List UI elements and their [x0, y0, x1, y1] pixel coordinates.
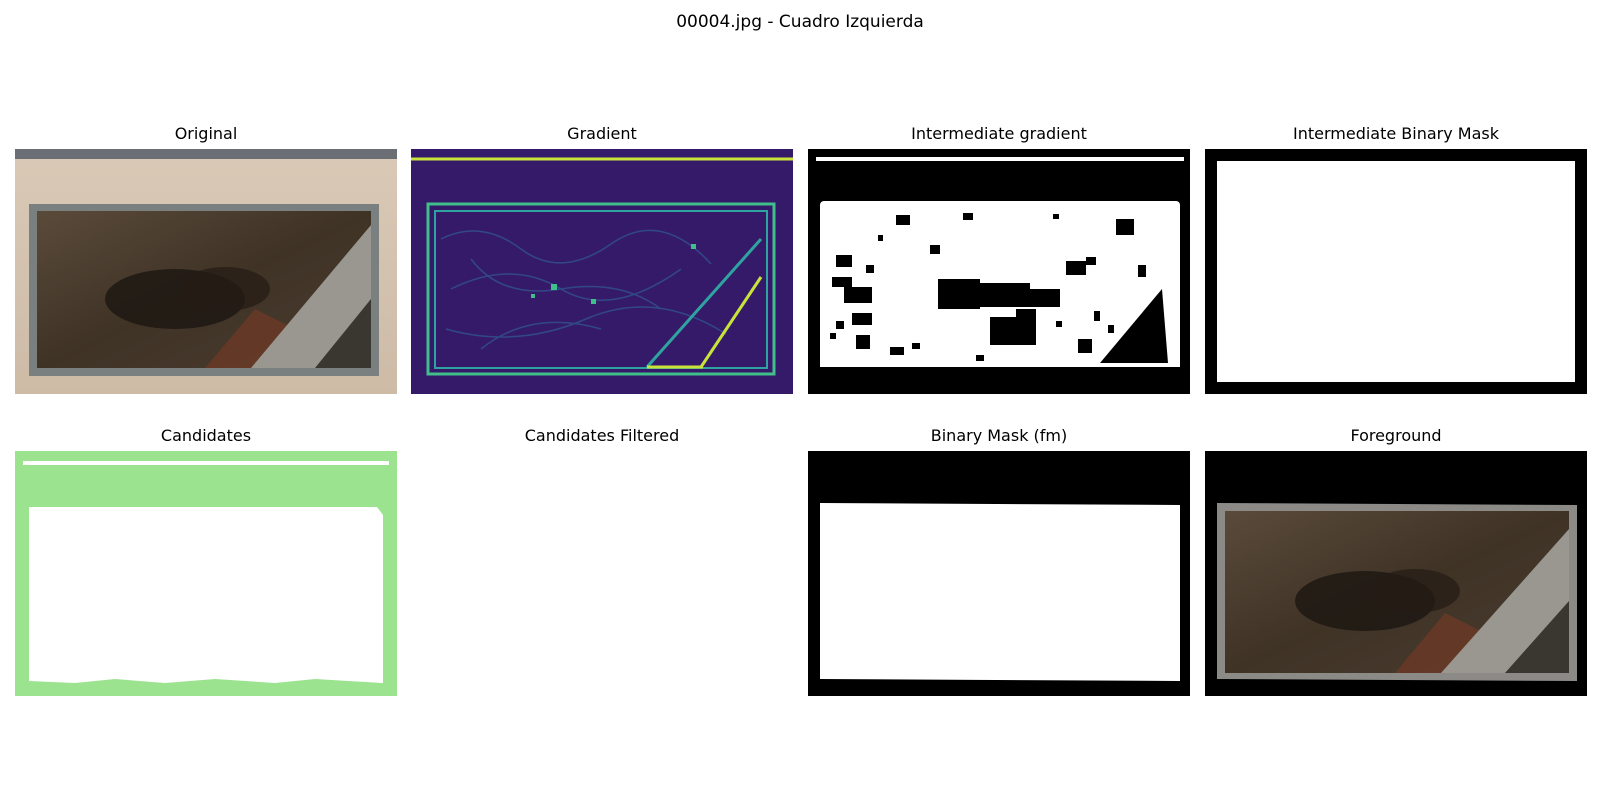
- panel-title: Gradient: [567, 124, 637, 143]
- panel-title: Intermediate gradient: [911, 124, 1087, 143]
- panel-gradient: Gradient: [411, 124, 793, 394]
- panel-intermediate-gradient: Intermediate gradient: [808, 124, 1190, 394]
- panel-title: Candidates Filtered: [524, 426, 680, 445]
- intermediate-gradient-image: [808, 149, 1190, 394]
- candidates-filtered-image: [411, 451, 793, 696]
- gradient-image: [411, 149, 793, 394]
- panel-title: Foreground: [1350, 426, 1442, 445]
- panel-intermediate-binary-mask: Intermediate Binary Mask: [1205, 124, 1587, 394]
- figure-title: 00004.jpg - Cuadro Izquierda: [676, 12, 924, 32]
- panel-foreground: Foreground: [1205, 426, 1587, 696]
- panel-original: Original: [15, 124, 397, 394]
- foreground-image: [1205, 451, 1587, 696]
- panel-binary-mask-fm: Binary Mask (fm): [808, 426, 1190, 696]
- panel-candidates: Candidates: [15, 426, 397, 696]
- panel-candidates-filtered: Candidates Filtered: [411, 426, 793, 446]
- original-image: [15, 149, 397, 394]
- panel-title: Candidates: [160, 426, 252, 445]
- candidates-image: [15, 451, 397, 696]
- binary-mask-fm-image: [808, 451, 1190, 696]
- panel-title: Original: [174, 124, 238, 143]
- panel-title: Intermediate Binary Mask: [1292, 124, 1500, 143]
- intermediate-binary-mask-image: [1205, 149, 1587, 394]
- panel-title: Binary Mask (fm): [930, 426, 1068, 445]
